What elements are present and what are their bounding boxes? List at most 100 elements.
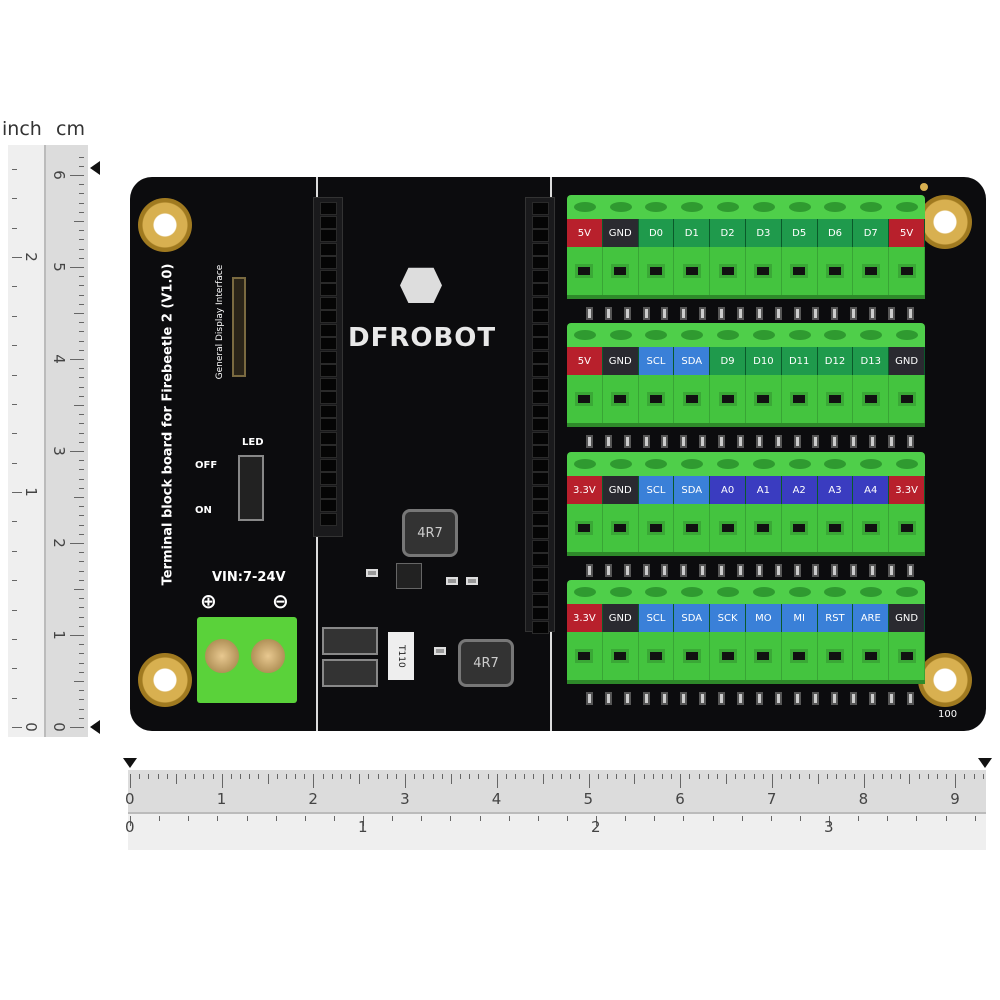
ruler-tick	[166, 774, 168, 779]
wire-slot[interactable]	[818, 375, 854, 423]
ruler-tick	[770, 816, 772, 821]
screw-hole-icon	[818, 195, 854, 219]
wire-slot[interactable]	[567, 504, 603, 552]
header-pin	[532, 337, 549, 350]
wire-slot[interactable]	[889, 247, 925, 295]
wire-slot[interactable]	[782, 247, 818, 295]
wire-slot[interactable]	[853, 247, 890, 295]
ruler-tick	[918, 774, 920, 779]
ruler-tick	[79, 386, 84, 388]
wire-slot[interactable]	[603, 375, 639, 423]
ruler-tick	[258, 774, 260, 779]
led-icon	[812, 435, 820, 448]
ruler-tick	[79, 303, 84, 305]
led-icon	[699, 307, 707, 320]
wire-slot[interactable]	[674, 504, 711, 552]
wire-slot[interactable]	[889, 632, 925, 680]
indicator-led-row	[580, 435, 920, 451]
wire-slot[interactable]	[818, 632, 854, 680]
ic-chip	[396, 563, 422, 589]
ruler-tick	[322, 774, 324, 779]
indicator-led-row	[580, 692, 920, 708]
wire-slot[interactable]	[818, 247, 854, 295]
power-terminal[interactable]	[197, 617, 297, 703]
ruler-tick	[654, 816, 656, 821]
wire-slot[interactable]	[639, 375, 675, 423]
ruler-tick	[79, 202, 84, 204]
wire-slot[interactable]	[782, 375, 818, 423]
wire-slot[interactable]	[782, 504, 818, 552]
screw-hole-icon	[674, 452, 710, 476]
ruler-tick	[12, 668, 17, 670]
wire-slot[interactable]	[710, 632, 746, 680]
header-pin	[532, 458, 549, 472]
ruler-tick	[579, 774, 581, 779]
vin-label: VIN:7-24V	[212, 570, 286, 585]
ruler-tick	[671, 774, 673, 779]
wire-slot[interactable]	[746, 632, 782, 680]
screw-hole-icon	[853, 580, 889, 604]
header-pin	[320, 485, 337, 499]
ruler-tick	[246, 816, 248, 821]
ruler-tick	[982, 774, 984, 779]
ruler-tick	[643, 774, 645, 779]
led-switch[interactable]	[238, 455, 264, 521]
wire-slot[interactable]	[853, 632, 890, 680]
wire-slot[interactable]	[889, 504, 925, 552]
ruler-tick	[487, 774, 489, 779]
ruler-tick	[753, 774, 755, 779]
ruler-tick	[741, 816, 743, 821]
header-pin	[320, 296, 337, 310]
inductor: 4R7	[402, 509, 458, 557]
wire-slot[interactable]	[889, 375, 925, 423]
header-pin	[532, 256, 549, 269]
wire-slot[interactable]	[710, 504, 746, 552]
wire-slot[interactable]	[853, 504, 890, 552]
ruler-tick	[891, 774, 893, 779]
wire-slot[interactable]	[818, 504, 854, 552]
wire-slot[interactable]	[567, 247, 603, 295]
wire-slot[interactable]	[746, 504, 782, 552]
wire-slot[interactable]	[567, 632, 603, 680]
wire-slot[interactable]	[782, 632, 818, 680]
screw-hole-icon	[889, 195, 925, 219]
terminal-label: SDA	[674, 347, 711, 375]
wire-slot[interactable]	[603, 247, 639, 295]
wire-slot[interactable]	[603, 504, 639, 552]
wire-slot[interactable]	[746, 247, 782, 295]
wire-slot[interactable]	[567, 375, 603, 423]
ruler-tick	[616, 774, 617, 779]
terminal-label: D13	[853, 347, 890, 375]
header-pin	[532, 269, 549, 283]
wire-slot[interactable]	[674, 375, 711, 423]
wire-slot[interactable]	[639, 504, 675, 552]
wire-slot[interactable]	[853, 375, 890, 423]
wire-slot[interactable]	[746, 375, 782, 423]
screw-hole-icon	[710, 452, 746, 476]
ruler-tick	[716, 774, 718, 779]
header-pin	[320, 323, 337, 337]
led-icon	[585, 564, 593, 577]
header-pin	[532, 485, 549, 499]
ruler-tick	[157, 774, 159, 779]
header-pin	[532, 472, 549, 485]
wire-slot[interactable]	[603, 632, 639, 680]
led-icon	[793, 435, 801, 448]
wire-slot[interactable]	[674, 247, 711, 295]
wire-slot[interactable]	[710, 375, 746, 423]
terminal-label: SCL	[638, 476, 675, 504]
wire-slot[interactable]	[639, 632, 675, 680]
led-icon	[869, 307, 877, 320]
wire-slot[interactable]	[674, 632, 711, 680]
capacitor	[322, 659, 378, 687]
ruler-cm-number: 5	[583, 790, 594, 808]
ruler-inch-number: 1	[21, 487, 40, 497]
wire-slot[interactable]	[639, 247, 675, 295]
header-pin	[320, 499, 337, 512]
ruler-tick	[946, 774, 948, 779]
ruler-tick	[661, 774, 663, 779]
terminal-label: RST	[817, 604, 854, 632]
wire-slot[interactable]	[710, 247, 746, 295]
ruler-tick	[680, 774, 682, 788]
ruler-tick	[524, 774, 526, 779]
